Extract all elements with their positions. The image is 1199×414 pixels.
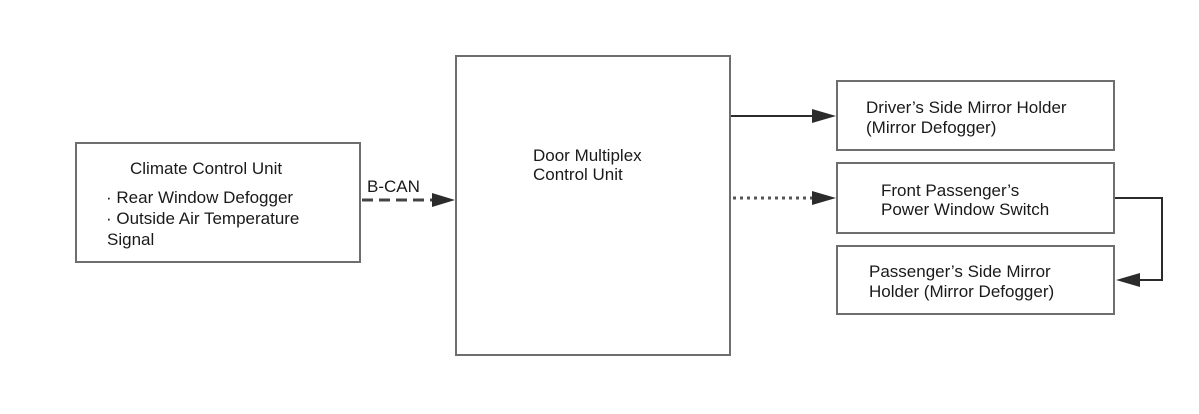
- passenger-mirror-loop-line: [1115, 197, 1163, 281]
- driver-side-mirror-holder-box: [836, 80, 1115, 151]
- climate-control-unit-item-rear-defogger: · Rear Window Defogger: [106, 188, 294, 207]
- b-can-bus-label: B-CAN: [367, 177, 420, 196]
- passenger-side-mirror-holder-box: [836, 245, 1115, 315]
- door-multiplex-control-unit-label-2: Control Unit: [533, 165, 623, 184]
- driver-mirror-arrowhead: [812, 109, 836, 123]
- climate-control-unit-box: [75, 142, 361, 263]
- front-passenger-power-window-switch-label-1: Front Passenger’s: [881, 181, 1020, 200]
- door-multiplex-control-unit-box: [455, 55, 731, 356]
- passenger-side-mirror-holder-label-1: Passenger’s Side Mirror: [869, 262, 1051, 281]
- climate-control-unit-item-signal: Signal: [107, 230, 155, 249]
- driver-side-mirror-holder-label-1: Driver’s Side Mirror Holder: [866, 98, 1067, 117]
- passenger-side-mirror-holder-label-2: Holder (Mirror Defogger): [869, 282, 1055, 301]
- front-passenger-arrowhead: [812, 191, 836, 205]
- front-passenger-power-window-switch-box: [836, 162, 1115, 234]
- passenger-mirror-arrowhead: [1116, 273, 1140, 287]
- b-can-arrowhead: [432, 193, 455, 207]
- driver-side-mirror-holder-label-2: (Mirror Defogger): [866, 118, 997, 137]
- front-passenger-power-window-switch-label-2: Power Window Switch: [881, 200, 1050, 219]
- climate-control-unit-item-outside-air: · Outside Air Temperature: [106, 209, 300, 228]
- door-multiplex-control-unit-label-1: Door Multiplex: [533, 146, 642, 165]
- climate-control-unit-title: Climate Control Unit: [130, 159, 283, 178]
